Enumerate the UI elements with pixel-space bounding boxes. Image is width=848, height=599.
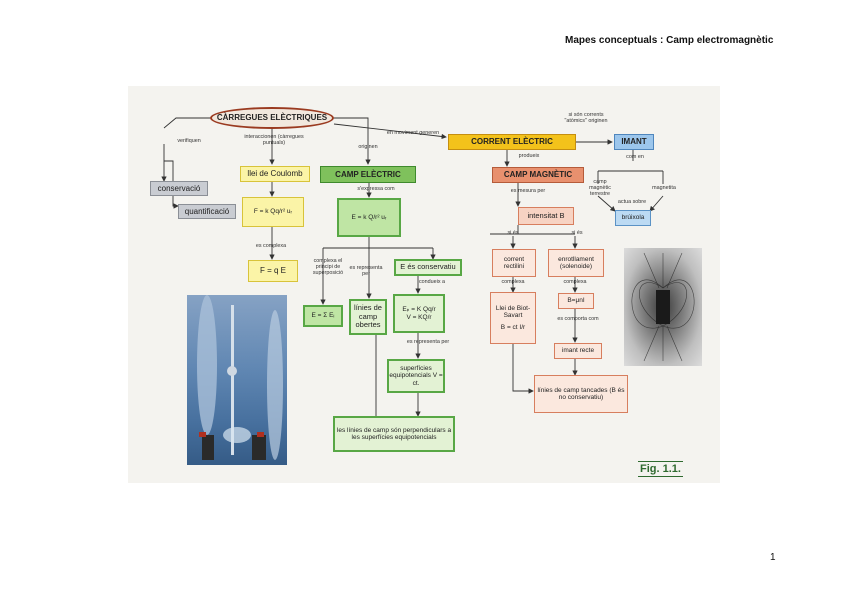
biot-savart-title: Llei de Biot-Savart	[495, 304, 531, 320]
corrent-electric-node: CORRENT ELÈCTRIC	[448, 134, 576, 150]
conservacio-node: conservació	[150, 181, 208, 196]
potencial-formula: V = KQ/r	[406, 313, 432, 321]
label-actua-sobre: actua sobre	[617, 199, 647, 205]
label-es-representa-per: es representa per	[406, 339, 450, 345]
concept-map-figure: CÀRREGUES ELÈCTRIQUES conservació quanti…	[128, 86, 720, 483]
label-si-es-rectilini: si és	[507, 230, 519, 236]
camp-electric-formula-node: E = k Q/r² uᵣ	[337, 198, 401, 237]
label-condueix-a: condueix a	[418, 279, 446, 285]
label-en-moviment-generen: en moviment generen	[386, 130, 440, 136]
label-com-en: com en	[626, 154, 644, 160]
linies-tancades-node: línies de camp tancades (B és no conserv…	[534, 375, 628, 413]
camp-electric-node: CAMP ELÈCTRIC	[320, 166, 416, 183]
linies-perpendiculars-node: les línies de camp són perpendiculars a …	[333, 416, 455, 452]
iron-filings-illustration	[631, 252, 695, 362]
label-es-mesura-per: es mesura per	[510, 188, 546, 194]
page-header-title: Mapes conceptuals : Camp electromagnètic	[565, 35, 774, 46]
camp-magnetic-node: CAMP MAGNÈTIC	[492, 167, 584, 183]
label-si-es-solenoide: si és	[571, 230, 583, 236]
label-es-representa: es representa per	[349, 265, 383, 277]
label-es-comporta-com: es comporta com	[557, 316, 599, 322]
label-complexa-principi: complexa el principi de superposició	[312, 258, 344, 276]
quantificacio-node: quantificació	[178, 204, 236, 219]
label-complexa-solenoide: complexa	[563, 279, 587, 285]
connector-lines	[161, 117, 664, 417]
camp-conservatiu-node: E és conservatiu	[394, 259, 462, 276]
biot-savart-formula: B = ct I/r	[500, 323, 526, 331]
label-si-son-corrents: si són corrents "atòmics" originen	[564, 112, 608, 124]
energia-potencial-formula: Eₚ = K Qq/r	[402, 306, 436, 314]
label-complexa-rectilini: complexa	[501, 279, 525, 285]
label-interaccionen: interaccionen (càrregues puntuals)	[244, 134, 304, 146]
label-camp-terrestre: camp magnètic terrestre	[589, 179, 611, 197]
page-number: 1	[770, 552, 776, 563]
superposicio-formula-node: E = Σ Eᵢ	[303, 305, 343, 327]
coulomb-formula-node: F = k Qq/r² uᵣ	[242, 197, 304, 227]
label-produeix: produeix	[518, 153, 540, 159]
linies-obertes-node: línies de camp obertes	[349, 299, 387, 335]
bruixola-node: brúixola	[615, 210, 651, 226]
superficies-equipotencials-node: superfícies equipotencials V = ct.	[387, 359, 445, 393]
label-magnetita: magnetita	[652, 185, 676, 191]
potencial-formula-node: Eₚ = K Qq/r V = KQ/r	[393, 294, 445, 333]
intensitat-b-node: intensitat B	[518, 207, 574, 225]
electroscope-illustration	[197, 295, 283, 460]
biot-savart-node: Llei de Biot-Savart B = ct I/r	[490, 292, 536, 344]
carregues-electriques-node: CÀRREGUES ELÈCTRIQUES	[210, 107, 334, 129]
electric-experiment-photo	[187, 295, 287, 465]
llei-coulomb-node: llei de Coulomb	[240, 166, 310, 182]
corrent-rectilini-node: corrent rectilini	[492, 249, 536, 277]
force-field-formula-node: F = q E	[248, 260, 298, 282]
label-verifiquen: verifiquen	[177, 138, 201, 144]
imant-recte-node: imant recte	[554, 343, 602, 359]
label-es-complexa: es complexa	[255, 243, 287, 249]
label-sexpressa-com: s'expressa com	[357, 186, 395, 192]
magnet-field-photo	[624, 248, 702, 366]
figure-label: Fig. 1.1.	[638, 461, 683, 477]
label-originen: originen	[358, 144, 378, 150]
imant-node: IMANT	[614, 134, 654, 150]
enrotllament-solenoide-node: enrotllament (solenoide)	[548, 249, 604, 277]
b-solenoide-formula-node: B=μnI	[558, 293, 594, 309]
